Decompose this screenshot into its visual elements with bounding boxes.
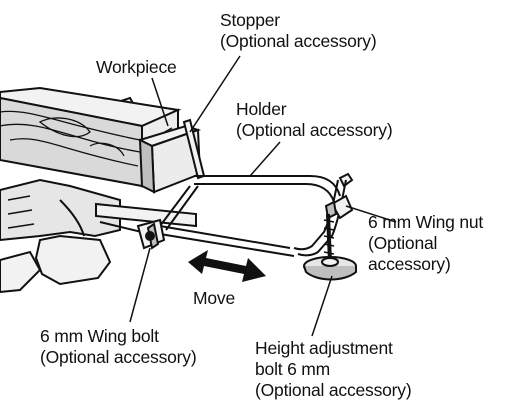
label-holder: Holder (Optional accessory) <box>236 99 393 141</box>
label-wing-bolt: 6 mm Wing bolt (Optional accessory) <box>40 326 197 368</box>
label-stopper: Stopper (Optional accessory) <box>220 10 377 52</box>
label-wing-nut-line3: accessory) <box>368 254 451 274</box>
label-height-bolt-line1: Height adjustment <box>255 338 393 358</box>
label-move-text: Move <box>193 288 235 308</box>
label-move: Move <box>193 288 235 309</box>
label-wing-nut: 6 mm Wing nut (Optional accessory) <box>368 212 483 275</box>
fence <box>95 202 197 228</box>
label-holder-line2: (Optional accessory) <box>236 120 393 140</box>
label-wing-bolt-line2: (Optional accessory) <box>40 347 197 367</box>
label-stopper-line1: Stopper <box>220 10 280 30</box>
stopper <box>137 118 206 194</box>
label-wing-nut-line1: 6 mm Wing nut <box>368 212 484 232</box>
label-wing-nut-line2: (Optional <box>368 233 438 253</box>
leader-lines <box>129 55 397 337</box>
label-height-bolt: Height adjustment bolt 6 mm (Optional ac… <box>255 338 412 401</box>
label-height-bolt-line3: (Optional accessory) <box>255 380 412 400</box>
wing-bolt <box>99 218 166 250</box>
label-workpiece: Workpiece <box>96 57 177 78</box>
wing-nut <box>324 194 354 220</box>
label-workpiece-text: Workpiece <box>96 57 177 77</box>
label-holder-line1: Holder <box>236 99 287 119</box>
label-wing-bolt-line1: 6 mm Wing bolt <box>40 326 159 346</box>
move-arrow <box>188 250 266 282</box>
label-stopper-line2: (Optional accessory) <box>220 31 377 51</box>
label-height-bolt-line2: bolt 6 mm <box>255 359 331 379</box>
